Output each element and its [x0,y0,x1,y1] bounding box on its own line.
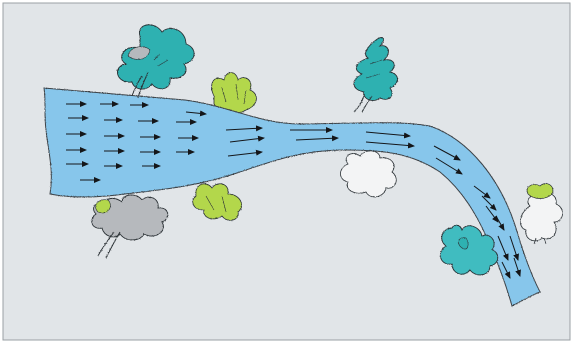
lime-shrub-icon [527,184,553,199]
